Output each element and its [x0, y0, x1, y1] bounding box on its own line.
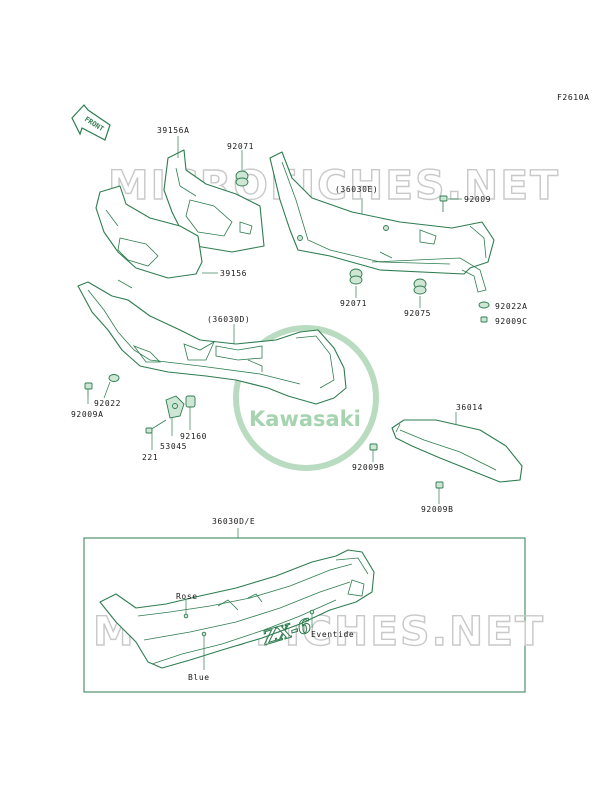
- part-39156A-cover: [163, 149, 265, 253]
- label-92022A: 92022A: [495, 302, 528, 311]
- page-code: F2610A: [557, 93, 590, 102]
- label-36014: 36014: [456, 403, 483, 412]
- label-92009-top: 92009: [464, 195, 491, 204]
- part-92009-screw-top: [439, 195, 448, 212]
- label-53045: 53045: [160, 442, 187, 451]
- part-39156-pad: [95, 185, 203, 279]
- inset-box: [83, 537, 526, 693]
- label-221: 221: [142, 453, 158, 462]
- label-92022: 92022: [94, 399, 121, 408]
- label-92071-top: 92071: [227, 142, 254, 151]
- part-221-bolt: [145, 419, 167, 434]
- kawasaki-logo-watermark: Kawasaki: [233, 325, 379, 471]
- color-eventide: Eventide: [311, 630, 354, 639]
- part-92009B-screw-b: [435, 481, 444, 489]
- label-92009A: 92009A: [71, 410, 104, 419]
- label-92009C: 92009C: [495, 317, 528, 326]
- label-92071-mid: 92071: [340, 299, 367, 308]
- part-92009A-screw: [84, 382, 93, 398]
- part-36030D-side-cover: [77, 279, 347, 405]
- label-92160: 92160: [180, 432, 207, 441]
- label-92075: 92075: [404, 309, 431, 318]
- inset-title: 36030D/E: [212, 517, 255, 526]
- part-92009B-screw-a: [369, 443, 378, 451]
- part-36014-cover: [391, 419, 523, 483]
- label-92009B-b: 92009B: [421, 505, 454, 514]
- label-36030D: (36030D): [207, 315, 250, 324]
- color-rose: Rose: [176, 592, 198, 601]
- inset-side-cover: ZX-6: [99, 549, 375, 669]
- front-arrow-icon: FRONT: [71, 104, 111, 141]
- label-39156: 39156: [220, 269, 247, 278]
- part-92022-washer: [108, 374, 120, 382]
- logo-text: Kawasaki: [249, 407, 361, 431]
- part-92071-grommet-mid: [349, 268, 363, 285]
- part-92071-grommet-top: [235, 170, 249, 187]
- part-92022A-washer: [478, 301, 490, 309]
- part-92009C-screw: [480, 316, 488, 323]
- label-92009B-a: 92009B: [352, 463, 385, 472]
- label-36030E: (36030E): [335, 185, 378, 194]
- part-92075-grommet: [413, 278, 427, 295]
- part-92160-clip: [185, 395, 196, 408]
- part-53045-bracket: [165, 395, 185, 419]
- color-blue: Blue: [188, 673, 210, 682]
- label-39156A: 39156A: [157, 126, 190, 135]
- part-36030E-side-cover: [269, 151, 495, 293]
